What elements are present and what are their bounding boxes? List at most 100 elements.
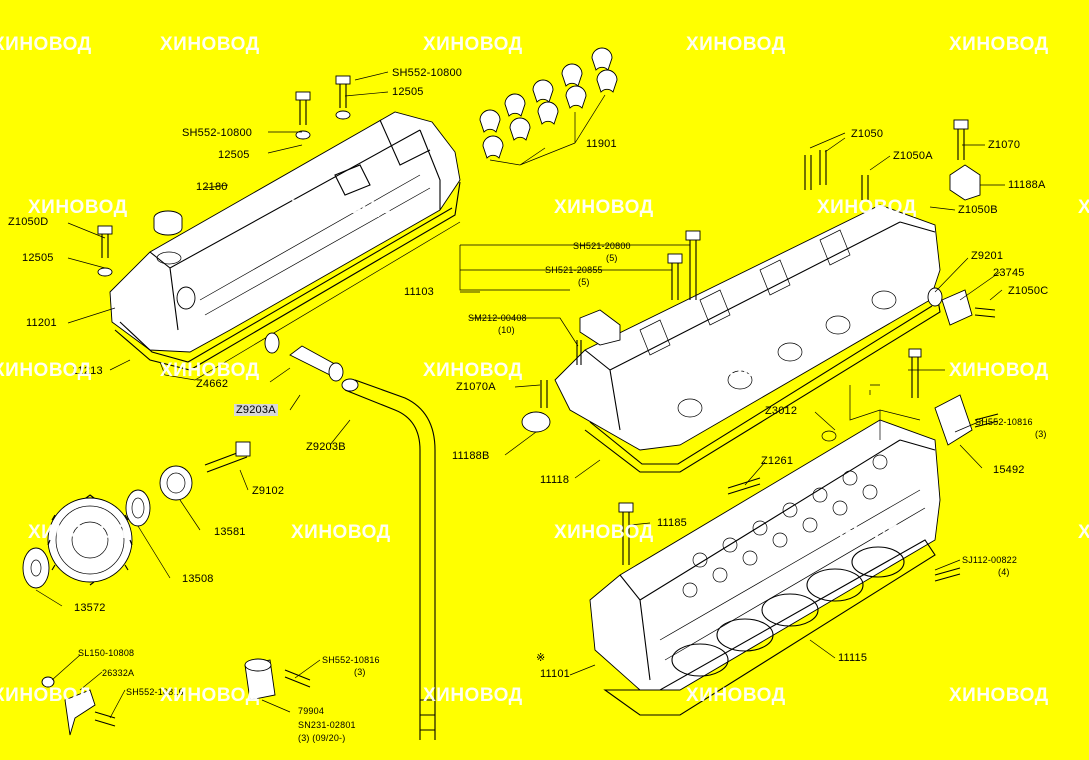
watermark: ХИНОВОД [554,197,654,218]
oil-filler-cap-12180 [153,210,183,236]
label-z9203b: Z9203B [306,441,346,453]
label-z3012: Z3012 [765,405,798,417]
label-sm212-00408-qty: (10) [498,325,515,335]
watermark: ХИНОВОД [949,34,1049,55]
watermark: ХИНОВОД [28,197,128,218]
watermark: ХИНОВОД [686,360,786,381]
watermark: ХИНОВОД [817,197,917,218]
label-13572: 13572 [74,602,106,614]
label-11101: 11101 [540,668,570,680]
label-sm212-00408: SM212-00408 [468,313,527,323]
label-note-mark: ※ [536,652,546,664]
thrust-washer-13572 [22,547,50,589]
label-sh552-10816-mid: SH552-10816 [322,655,380,665]
label-z1050a: Z1050A [893,150,933,162]
label-sh552-10816-mid-qty: (3) [354,667,366,677]
watermark: ХИНОВОД [291,197,391,218]
valve-cover-11201 [109,111,461,353]
leader-lines [35,71,1005,719]
watermark: ХИНОВОД [1078,522,1089,543]
label-13581: 13581 [214,526,246,538]
valve-cover-gasket-11213 [114,181,461,381]
label-sn231-02801-note: (3) (09/20-) [298,733,346,743]
watermark: ХИНОВОД [0,360,92,381]
cover-bolts [97,75,351,277]
label-11213: 11213 [72,365,103,377]
label-15492: 15492 [993,464,1025,476]
watermark: ХИНОВОД [949,685,1049,706]
plug-11188b [521,411,551,433]
watermark: ХИНОВОД [423,360,523,381]
o-ring-z3012 [821,430,837,442]
label-sh552-10800-top: SH552-10800 [392,67,463,79]
label-sh521-20855: SH521-20855 [545,265,603,275]
label-11901: 11901 [586,138,617,150]
plate-15492 [934,394,999,446]
watermark: ХИНОВОД [423,685,523,706]
label-z9201: Z9201 [971,250,1004,262]
label-11201: 11201 [26,317,57,329]
label-z4662: Z4662 [196,378,229,390]
label-z9203a: Z9203A [234,404,278,416]
label-z1050-top: Z1050 [851,128,884,140]
watermark: ХИНОВОД [160,34,260,55]
watermark: ХИНОВОД [291,522,391,543]
label-sh521-20855-qty: (5) [578,277,590,287]
watermark: ХИНОВОД [28,522,128,543]
cylinder-head-11101 [589,385,941,691]
camshaft-housing-gasket-11118 [584,299,941,473]
label-sh552-bottom: SH552-10816 [126,687,184,697]
bolt-z9102 [204,441,251,473]
label-z1261: Z1261 [761,455,794,467]
clamp-79904 [244,658,311,701]
watermark: ХИНОВОД [817,522,917,543]
label-sh552-10800-left: SH552-10800 [182,127,253,139]
label-11185: 11185 [657,517,687,529]
watermark: ХИНОВОД [1078,197,1089,218]
label-12505-left: 12505 [218,149,250,161]
label-z9102: Z9102 [252,485,285,497]
bearing-shells-11901 [479,47,618,166]
label-23745: 23745 [993,267,1025,279]
label-13508: 13508 [182,573,214,585]
watermark: ХИНОВОД [423,34,523,55]
bearing-13581 [125,465,193,527]
label-z1050d: Z1050D [8,216,49,228]
label-sj112-00822-qty: (4) [998,567,1010,577]
watermark: ХИНОВОД [0,34,92,55]
label-z1050c: Z1050C [1008,285,1049,297]
watermark: ХИНОВОД [0,685,92,706]
label-11103: 11103 [404,286,434,298]
fitting-11188a [949,119,981,201]
studs [540,150,961,582]
watermark: ХИНОВОД [949,360,1049,381]
label-z1070a: Z1070A [456,381,496,393]
label-z1050b: Z1050B [958,204,998,216]
label-11188b: 11188B [452,450,490,462]
watermark: ХИНОВОД [554,522,654,543]
label-79904: 79904 [298,706,325,716]
label-26332a: 26332A [102,668,135,678]
watermark: ХИНОВОД [160,685,260,706]
label-sj112-00822: SJ112-00822 [962,555,1018,565]
label-sh552-10816-right-qty: (3) [1035,429,1047,439]
watermark: ХИНОВОД [686,34,786,55]
bracket-26332a [41,676,116,736]
label-12505-lower: 12505 [22,252,54,264]
camshaft-housing-11103 [554,204,941,451]
label-sh521-20800-qty: (5) [606,253,618,263]
camshaft-gear-13508 [47,494,133,586]
head-gasket-11115 [603,539,936,716]
breather-hose-z9203a [264,332,344,382]
watermark: ХИНОВОД [686,685,786,706]
label-11115: 11115 [838,652,868,664]
label-sh521-20800: SH521-20800 [573,241,631,251]
label-sl150-10808: SL150-10808 [78,648,135,658]
label-sh552-10816-right: SH552-10816 [975,417,1033,427]
label-sn231-02801: SN231-02801 [298,720,356,730]
cover-plate-23745 [927,287,996,326]
watermark: ХИНОВОД [160,360,260,381]
label-z1070: Z1070 [988,139,1021,151]
